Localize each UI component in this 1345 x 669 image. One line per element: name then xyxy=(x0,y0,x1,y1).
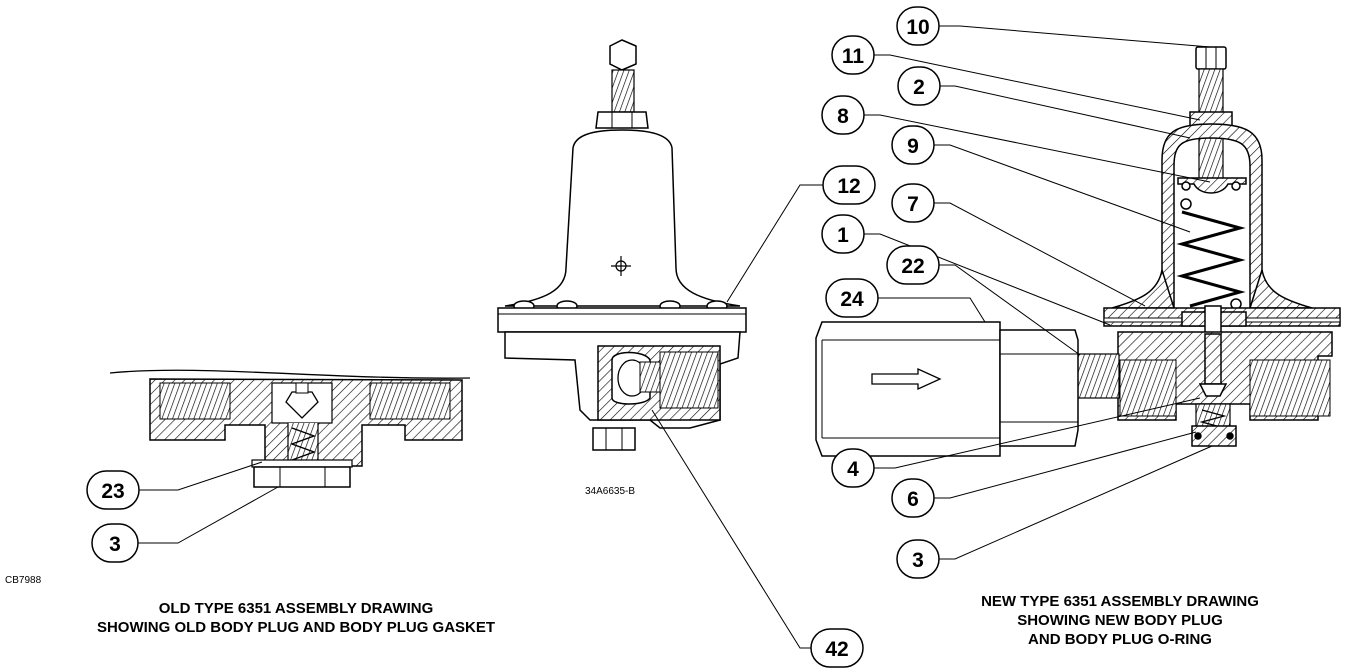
old-body-section xyxy=(109,369,471,488)
part-balloon-8: 8 xyxy=(821,95,865,135)
svg-text:1: 1 xyxy=(837,224,849,247)
part-balloon-6: 6 xyxy=(891,478,935,518)
new-assembly xyxy=(815,46,1341,457)
part-balloon-2: 2 xyxy=(897,66,941,106)
new-caption-line-1: NEW TYPE 6351 ASSEMBLY DRAWING xyxy=(981,593,1259,610)
svg-text:24: 24 xyxy=(840,288,864,311)
part-balloon-7: 7 xyxy=(891,183,935,223)
svg-text:22: 22 xyxy=(901,255,924,278)
middle-regulator xyxy=(497,39,747,451)
svg-text:2: 2 xyxy=(913,76,925,99)
old-caption-line-1: OLD TYPE 6351 ASSEMBLY DRAWING xyxy=(158,600,434,617)
new-caption-line-2: SHOWING NEW BODY PLUG xyxy=(1017,612,1223,629)
middle-leaders xyxy=(651,184,823,649)
part-balloon-9: 9 xyxy=(891,125,935,165)
drawing-code: CB7988 xyxy=(5,575,42,586)
new-assembly-caption: NEW TYPE 6351 ASSEMBLY DRAWING SHOWING N… xyxy=(920,592,1320,649)
part-balloon-24: 24 xyxy=(825,278,879,318)
part-balloon-10: 10 xyxy=(896,6,940,46)
svg-text:7: 7 xyxy=(907,193,919,216)
new-leaders xyxy=(863,25,1213,560)
svg-text:4: 4 xyxy=(847,458,859,481)
svg-text:3: 3 xyxy=(109,533,121,556)
svg-text:42: 42 xyxy=(825,638,848,661)
part-balloon-11: 11 xyxy=(831,35,875,75)
svg-text:8: 8 xyxy=(837,105,849,128)
svg-text:3: 3 xyxy=(912,549,924,572)
svg-text:11: 11 xyxy=(842,45,865,68)
old-leaders xyxy=(138,461,279,544)
part-balloon-1: 1 xyxy=(821,214,865,254)
svg-text:6: 6 xyxy=(907,488,919,511)
old-assembly-caption: OLD TYPE 6351 ASSEMBLY DRAWING SHOWING O… xyxy=(40,599,552,637)
part-balloon-22: 22 xyxy=(886,245,940,285)
part-balloon-23: 23 xyxy=(86,470,140,510)
svg-text:10: 10 xyxy=(906,16,929,39)
new-caption-line-3: AND BODY PLUG O-RING xyxy=(1028,631,1212,648)
part-balloon-4: 4 xyxy=(831,448,875,488)
part-balloon-42: 42 xyxy=(810,628,864,668)
old-caption-line-2: SHOWING OLD BODY PLUG AND BODY PLUG GASK… xyxy=(96,619,496,636)
part-balloon-3-old: 3 xyxy=(91,523,139,563)
part-balloon-12: 12 xyxy=(822,165,876,205)
svg-text:23: 23 xyxy=(101,480,124,503)
part-code: 34A6635-B xyxy=(585,486,635,497)
svg-text:12: 12 xyxy=(837,175,860,198)
svg-text:9: 9 xyxy=(907,135,919,158)
part-balloon-3-new: 3 xyxy=(896,539,940,579)
